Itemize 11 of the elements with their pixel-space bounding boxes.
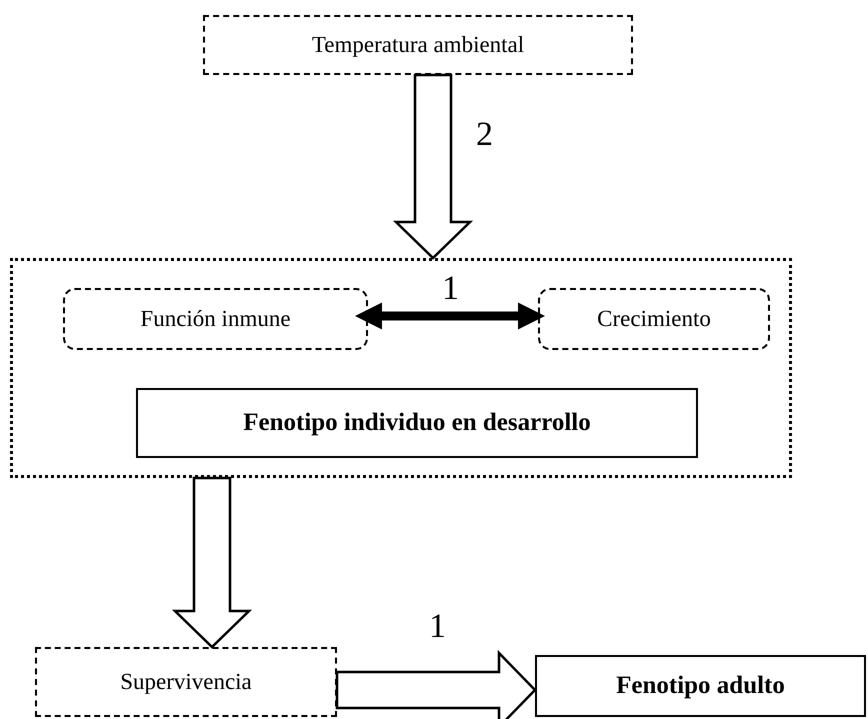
process-box: Fenotipo individuo en desarrollo [136, 388, 698, 458]
block-arrow [172, 476, 252, 649]
dashed-box: Crecimiento [538, 288, 770, 350]
double-arrow [355, 302, 545, 330]
dashed-box: Temperatura ambiental [203, 15, 633, 75]
process-box: Fenotipo adulto [535, 655, 866, 717]
dashed-box: Función inmune [63, 288, 368, 350]
dashed-box: Supervivencia [35, 647, 337, 717]
block-arrow [392, 74, 474, 260]
block-arrow [336, 650, 537, 719]
dotted-group-box [10, 258, 792, 478]
